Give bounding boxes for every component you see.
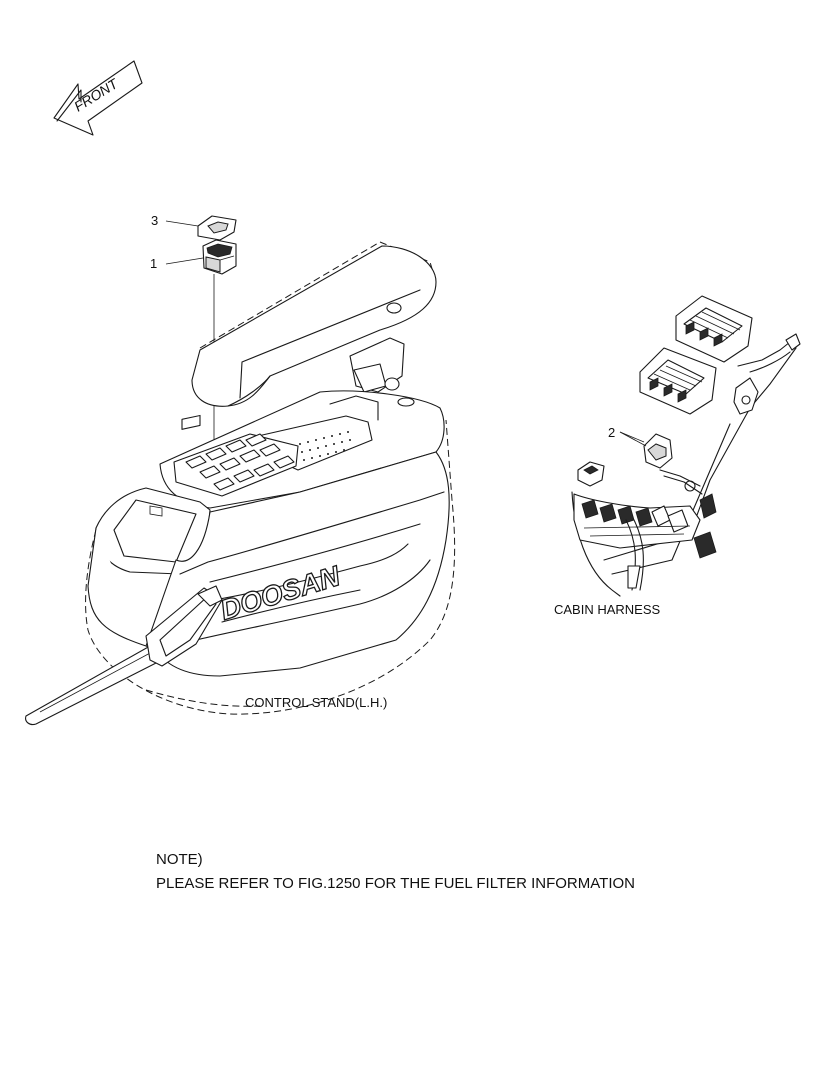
cabin-harness-label: CABIN HARNESS (554, 602, 661, 617)
part-1-rocker-switch (165, 239, 237, 455)
harness-connector-cluster (573, 493, 717, 559)
part-2-connector (619, 431, 673, 469)
front-arrow-icon: FRONT (53, 60, 143, 136)
callout-1: 1 (150, 256, 158, 271)
callout-2: 2 (608, 425, 616, 440)
control-stand-lh: DOOSAN (25, 241, 456, 726)
control-stand-label: CONTROL STAND(L.H.) (245, 695, 388, 710)
switch-panel (173, 414, 299, 497)
note-heading: NOTE) (156, 851, 203, 868)
relay-box-upper (675, 295, 753, 363)
cabin-harness (571, 295, 801, 597)
part-3-switch-cap (165, 215, 237, 241)
note-text: PLEASE REFER TO FIG.1250 FOR THE FUEL FI… (156, 875, 635, 892)
control-lever (25, 585, 223, 726)
relay-box-lower (639, 347, 717, 415)
callout-3: 3 (151, 213, 159, 228)
vent-grille (299, 431, 351, 461)
